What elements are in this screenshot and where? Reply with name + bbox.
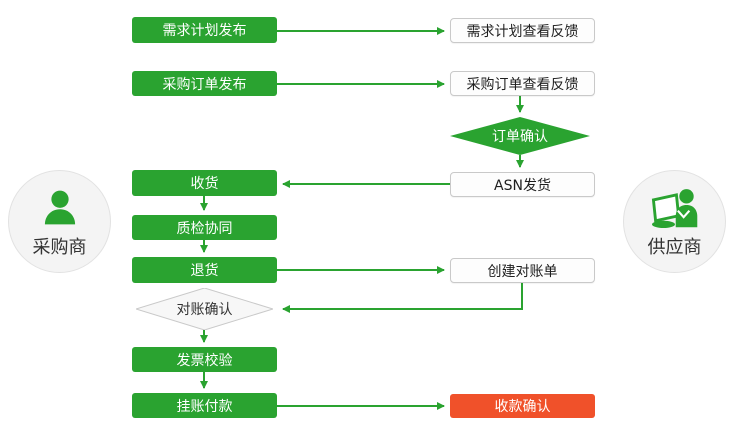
node-receive: 收货 <box>132 170 277 196</box>
node-label: 创建对账单 <box>487 263 558 280</box>
node-payment-confirm: 收款确认 <box>450 394 595 418</box>
actor-buyer: 采购商 <box>8 170 111 273</box>
node-return-goods: 退货 <box>132 257 277 283</box>
node-label: 需求计划发布 <box>162 23 247 39</box>
actor-buyer-label: 采购商 <box>32 236 87 258</box>
node-invoice-verify: 发票校验 <box>132 347 277 372</box>
node-book-payment: 挂账付款 <box>132 393 277 418</box>
node-label: 收货 <box>190 176 219 192</box>
node-asn-ship: ASN发货 <box>450 172 595 197</box>
node-label: 发票校验 <box>176 352 233 369</box>
node-create-statement: 创建对账单 <box>450 258 595 283</box>
diamond-shape <box>136 288 273 330</box>
node-po-feedback: 采购订单查看反馈 <box>450 71 595 96</box>
node-label: 订单确认 <box>492 129 548 145</box>
node-po-publish: 采购订单发布 <box>132 71 277 96</box>
node-label: 挂账付款 <box>176 398 233 415</box>
diamond-shape <box>450 117 590 155</box>
node-label: 对账确认 <box>176 302 233 318</box>
node-quality-check: 质检协同 <box>132 215 277 240</box>
node-label: 采购订单查看反馈 <box>466 76 579 93</box>
laptop-user-icon <box>649 187 701 237</box>
node-order-confirm: 订单确认 <box>450 117 590 155</box>
node-demand-plan-feedback: 需求计划查看反馈 <box>450 18 595 43</box>
node-label: 收款确认 <box>494 399 551 415</box>
user-icon <box>37 187 83 237</box>
node-label: 退货 <box>190 263 219 279</box>
node-label: 采购订单发布 <box>162 76 247 93</box>
node-label: ASN发货 <box>494 177 551 194</box>
node-demand-plan-publish: 需求计划发布 <box>132 17 277 43</box>
actor-supplier-label: 供应商 <box>647 236 702 258</box>
actor-supplier: 供应商 <box>623 170 726 273</box>
node-label: 质检协同 <box>176 220 233 237</box>
node-label: 需求计划查看反馈 <box>466 23 579 40</box>
node-statement-confirm: 对账确认 <box>136 288 273 330</box>
